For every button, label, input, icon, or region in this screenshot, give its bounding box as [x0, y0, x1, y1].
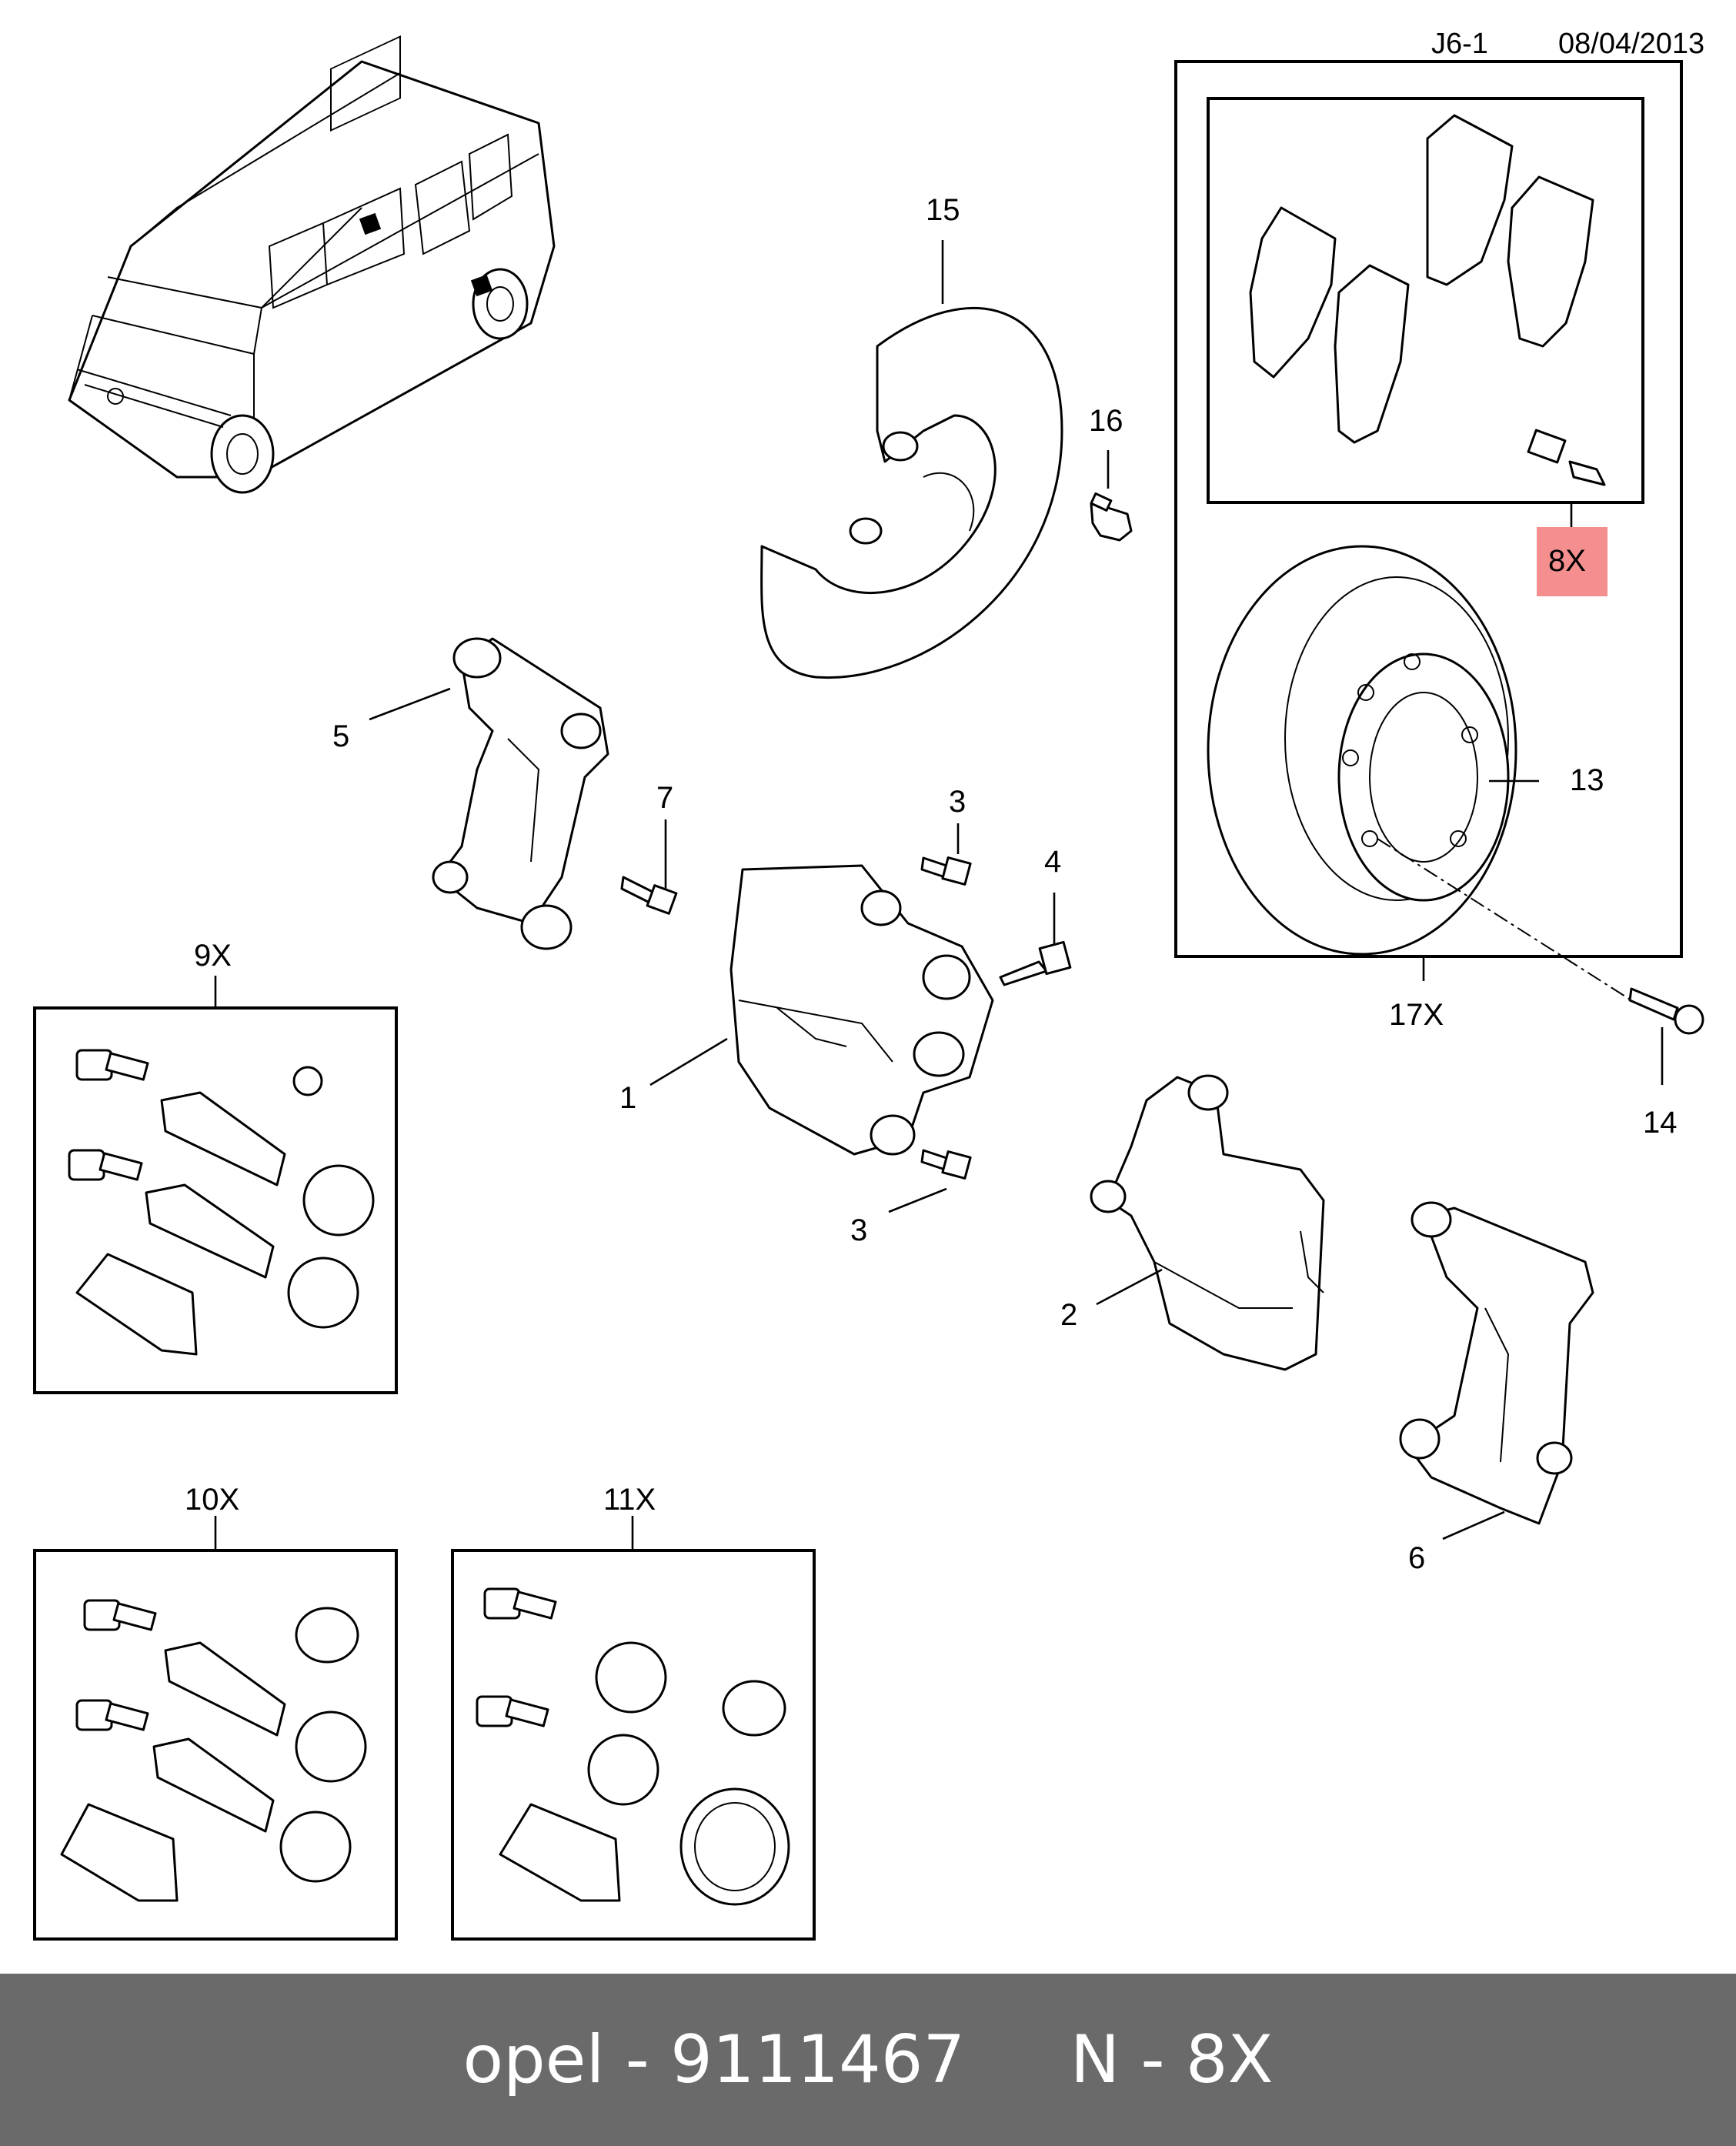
callout-13: 13: [1570, 763, 1604, 797]
highlight-8x: [1537, 527, 1607, 596]
vehicle-illustration: [68, 35, 556, 494]
brake-caliper-part-2: [1090, 1074, 1325, 1371]
callout-5: 5: [332, 719, 349, 753]
callout-14: 14: [1643, 1106, 1678, 1140]
callout-16: 16: [1089, 404, 1123, 438]
footer-bar: opel - 9111467 N - 8X: [0, 1974, 1736, 2146]
callout-8x: 8X: [1548, 544, 1586, 578]
callout-6: 6: [1408, 1541, 1425, 1575]
bolt-part-3-upper: [920, 823, 972, 886]
callout-4: 4: [1044, 845, 1061, 879]
callout-9x: 9X: [194, 939, 232, 973]
caliper-bracket-part-6: [1399, 1201, 1594, 1540]
callout-2: 2: [1060, 1298, 1077, 1332]
bolt-part-7: [620, 819, 678, 915]
callout-10x: 10X: [185, 1483, 239, 1517]
dust-shield-part-15: [760, 240, 1063, 679]
bolt-part-16: [1090, 450, 1133, 542]
footer-text: opel - 9111467 N - 8X: [462, 2021, 1274, 2098]
guide-pin-kit-box-10x: [33, 1516, 398, 1941]
diagram-date: 08/04/2013: [1558, 28, 1705, 60]
callout-11x: 11X: [603, 1483, 656, 1517]
callout-3-lower: 3: [850, 1213, 867, 1247]
bleed-screw-part-4: [999, 893, 1072, 986]
repair-kit-box-11x: [451, 1516, 816, 1941]
guide-pin-kit-box-9x: [33, 976, 398, 1394]
diagram-code: J6-1: [1431, 28, 1488, 60]
bolt-part-3-lower: [888, 1149, 972, 1213]
callout-17x: 17X: [1389, 998, 1444, 1032]
screw-part-14: [1628, 987, 1704, 1085]
disc-and-pad-kit-box-17x: [1174, 60, 1683, 1001]
callout-15: 15: [926, 193, 960, 227]
brake-parts-diagram: 15 16 5 7 3 4 1 3 2 6 9X 10X 11X 13 17X …: [33, 35, 1704, 1941]
callout-3-upper: 3: [949, 785, 966, 819]
callout-7: 7: [656, 781, 673, 815]
caliper-bracket-part-5: [369, 637, 609, 950]
brake-caliper-part-1: [649, 864, 994, 1156]
callout-1: 1: [619, 1081, 636, 1115]
